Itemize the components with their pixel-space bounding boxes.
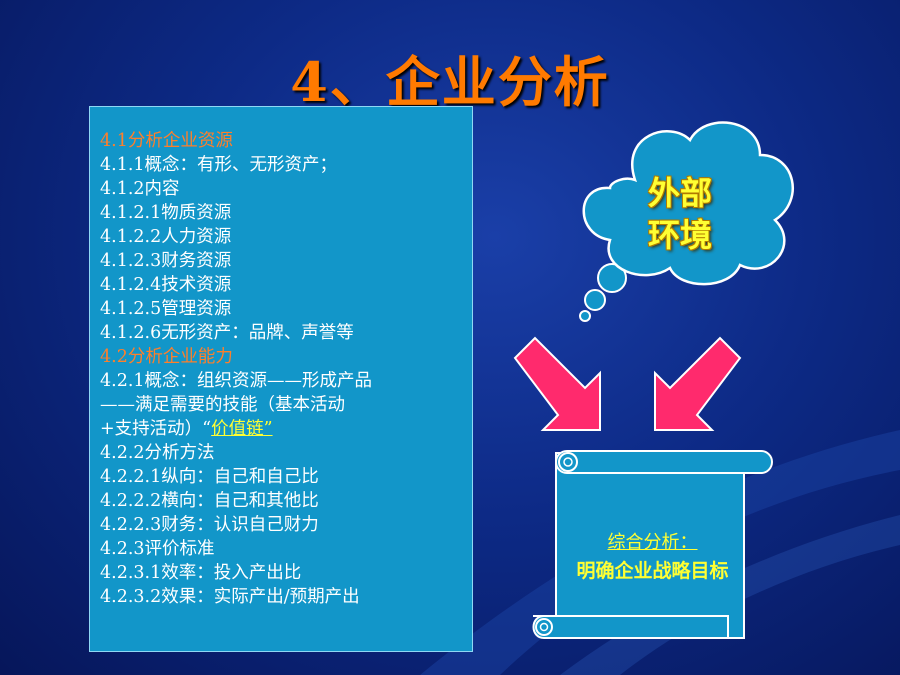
content-line: 4.1.2.3财务资源 xyxy=(100,249,472,273)
cloud-label-line1: 外部 xyxy=(647,174,712,212)
content-line: 4.1.2.2人力资源 xyxy=(100,225,472,249)
content-line-text: ——满足需要的技能（基本活动 xyxy=(100,395,345,415)
content-line-text: 4.1.2.4技术资源 xyxy=(100,275,232,295)
content-line: ——满足需要的技能（基本活动 xyxy=(100,393,472,417)
down-right-arrow-icon xyxy=(513,336,601,431)
content-line-text: 4.1.1概念：有形、无形资产； xyxy=(100,155,338,175)
content-line-text: 4.2.2.1纵向：自己和自己比 xyxy=(100,467,319,487)
section-heading: 4.2分析企业能力 xyxy=(100,345,472,369)
down-left-arrow-icon xyxy=(654,336,742,431)
cloud-label: 外部 环境 xyxy=(620,172,740,256)
content-line: 4.1.2.4技术资源 xyxy=(100,273,472,297)
content-line: 4.2.3.2效果：实际产出/预期产出 xyxy=(100,585,472,609)
content-line: 4.2.3评价标准 xyxy=(100,537,472,561)
content-line-text: 4.1.2.1物质资源 xyxy=(100,203,232,223)
content-line: +支持活动）“价值链” xyxy=(100,417,472,441)
content-line: 4.1.2.1物质资源 xyxy=(100,201,472,225)
value-chain-link[interactable]: 价值链 xyxy=(211,419,264,439)
content-line: 4.1.2内容 xyxy=(100,177,472,201)
content-line: 4.2.3.1效率：投入产出比 xyxy=(100,561,472,585)
content-textbox: 4.1分析企业资源 4.1.1概念：有形、无形资产； 4.1.2内容 4.1.2.1物… xyxy=(89,106,473,652)
content-line-text: 4.1.2.5管理资源 xyxy=(100,299,232,319)
content-line: 4.2.2.2横向：自己和其他比 xyxy=(100,489,472,513)
content-line-text: 4.2.3.1效率：投入产出比 xyxy=(100,563,302,583)
content-line: 4.1.1概念：有形、无形资产； xyxy=(100,153,472,177)
content-line: 4.1.2.6无形资产：品牌、声誉等 xyxy=(100,321,472,345)
scroll-icon xyxy=(532,450,773,639)
content-line: 4.2.1概念：组织资源——形成产品 xyxy=(100,369,472,393)
content-line-text: 4.1.2内容 xyxy=(100,179,180,199)
section-heading: 4.1分析企业资源 xyxy=(100,129,472,153)
scroll-label-line1: 综合分析： xyxy=(607,532,698,553)
closing-quote: ” xyxy=(263,419,273,439)
content-line-text: 4.1.2.6无形资产：品牌、声誉等 xyxy=(100,323,354,343)
scroll-label-line2: 明确企业战略目标 xyxy=(576,560,729,582)
content-line: 4.2.2.1纵向：自己和自己比 xyxy=(100,465,472,489)
content-line-text: 4.2.3.2效果：实际产出/预期产出 xyxy=(100,587,360,607)
content-line-text: 4.1分析企业资源 xyxy=(100,131,233,151)
cloud-label-line2: 环境 xyxy=(647,216,712,254)
content-line-text: +支持活动）“ xyxy=(100,419,212,439)
arrows-group xyxy=(513,336,742,431)
content-line-text: 4.2.1概念：组织资源——形成产品 xyxy=(100,371,373,391)
slide-title: 4、企业分析 xyxy=(290,50,610,114)
content-line: 4.1.2.5管理资源 xyxy=(100,297,472,321)
content-line-text: 4.1.2.2人力资源 xyxy=(100,227,232,247)
content-line-text: 4.2.2.3财务：认识自己财力 xyxy=(100,515,319,535)
content-line-text: 4.1.2.3财务资源 xyxy=(100,251,232,271)
content-line-text: 4.2.3评价标准 xyxy=(100,539,215,559)
content-line-text: 4.2.2.2横向：自己和其他比 xyxy=(100,491,319,511)
content-line-text: 4.2.2分析方法 xyxy=(100,443,215,463)
content-line: 4.2.2.3财务：认识自己财力 xyxy=(100,513,472,537)
content-line: 4.2.2分析方法 xyxy=(100,441,472,465)
content-line-text: 4.2分析企业能力 xyxy=(100,347,233,367)
thought-cloud-icon xyxy=(579,121,794,322)
